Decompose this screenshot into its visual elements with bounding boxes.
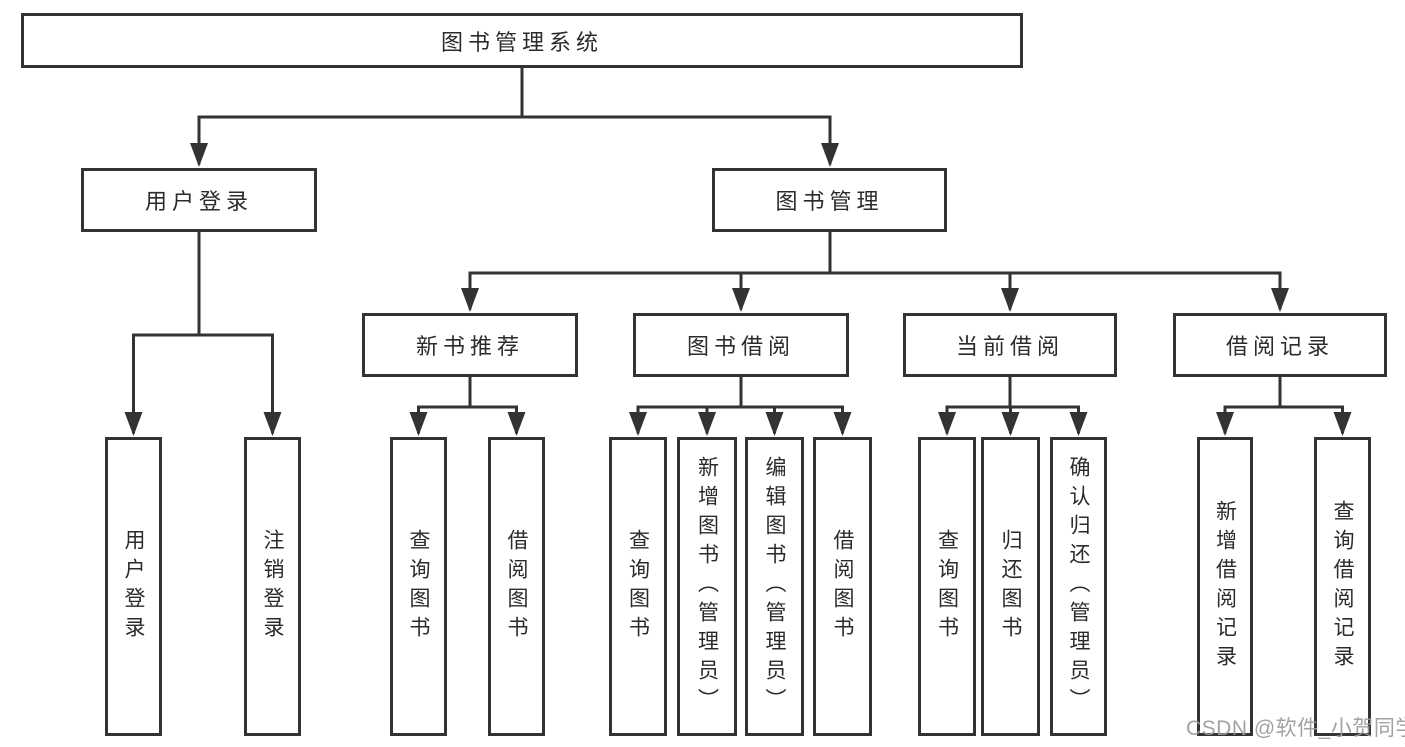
arrowhead-down-icon <box>263 412 282 436</box>
csdn-watermark: CSDN @软件_小贺同学 <box>1186 717 1405 740</box>
connector-branch-6 <box>1216 375 1352 436</box>
arrowhead-down-icon <box>833 412 852 436</box>
leaf-confirm-return-admin: 确认归还（管理员） <box>1050 437 1107 736</box>
connector-branch-2 <box>461 230 1289 312</box>
connector-branch-0 <box>190 66 839 167</box>
arrowhead-down-icon <box>1216 412 1234 436</box>
leaf-edit-books-admin: 编辑图书（管理员） <box>745 437 804 736</box>
arrowhead-down-icon <box>821 143 839 167</box>
leaf-borrow-books: 借阅图书 <box>813 437 872 736</box>
arrowhead-down-icon <box>938 412 956 436</box>
arrowhead-down-icon <box>1001 412 1020 436</box>
connector-branch-3 <box>409 375 526 436</box>
leaf-logout: 注销登录 <box>244 437 301 736</box>
arrowhead-down-icon <box>190 143 208 167</box>
arrowhead-down-icon <box>629 412 647 436</box>
arrowhead-down-icon <box>732 288 750 312</box>
leaf-query-borrowing-record: 查询借阅记录 <box>1314 437 1371 736</box>
arrowhead-down-icon <box>1001 288 1019 312</box>
connector-branch-1 <box>124 230 282 436</box>
node-user-login: 用户登录 <box>81 168 317 232</box>
arrowhead-down-icon <box>1271 288 1289 312</box>
connector-branch-5 <box>938 375 1088 436</box>
arrowhead-down-icon <box>409 412 428 436</box>
leaf-query-books-borrowing: 查询图书 <box>609 437 667 736</box>
connector-branch-4 <box>629 375 852 436</box>
node-library-management-system: 图书管理系统 <box>21 13 1023 68</box>
arrowhead-down-icon <box>461 288 479 312</box>
leaf-add-books-admin: 新增图书（管理员） <box>677 437 737 736</box>
arrowhead-down-icon <box>765 412 784 436</box>
node-current-borrowing: 当前借阅 <box>903 313 1117 377</box>
arrowhead-down-icon <box>124 412 143 436</box>
node-book-borrowing: 图书借阅 <box>633 313 849 377</box>
node-new-book-recommendation: 新书推荐 <box>362 313 578 377</box>
arrowhead-down-icon <box>698 412 716 436</box>
node-borrowing-records: 借阅记录 <box>1173 313 1387 377</box>
arrowhead-down-icon <box>1069 412 1088 436</box>
leaf-query-books-recommendation: 查询图书 <box>390 437 447 736</box>
arrowhead-down-icon <box>1333 412 1352 436</box>
arrowhead-down-icon <box>507 412 526 436</box>
leaf-borrow-books-recommendation: 借阅图书 <box>488 437 545 736</box>
leaf-user-login: 用户登录 <box>105 437 162 736</box>
leaf-return-books: 归还图书 <box>981 437 1040 736</box>
node-book-management: 图书管理 <box>712 168 947 232</box>
leaf-add-borrowing-record: 新增借阅记录 <box>1197 437 1253 736</box>
leaf-query-books-current: 查询图书 <box>918 437 976 736</box>
